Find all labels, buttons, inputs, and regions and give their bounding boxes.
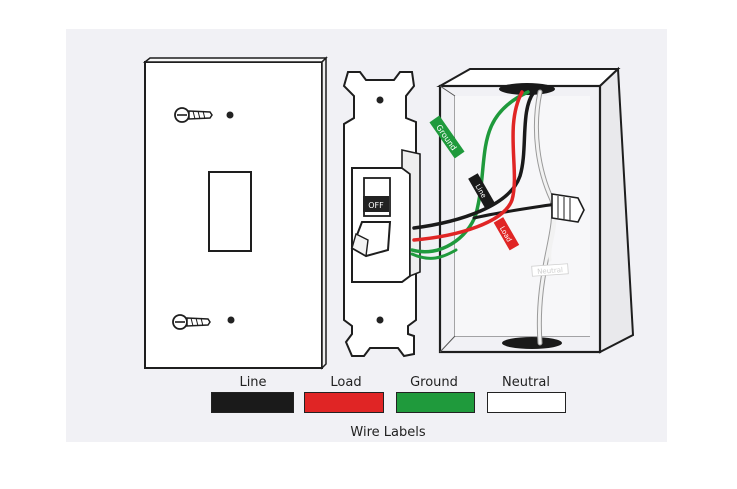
screw-hole-top	[226, 111, 234, 119]
wall-plate	[142, 56, 328, 370]
legend-swatch-load	[304, 392, 384, 413]
screw-bottom-icon	[172, 314, 211, 330]
switch-off-label: OFF	[368, 201, 384, 210]
off-label-bg	[363, 196, 389, 212]
legend-swatch-ground	[396, 392, 475, 413]
toggle-opening	[208, 171, 252, 252]
legend-caption: Wire Labels	[350, 425, 426, 440]
legend-label-line: Line	[239, 375, 267, 390]
legend-swatch-neutral	[487, 392, 566, 413]
legend-label-load: Load	[330, 375, 362, 390]
tag-neutral: Neutral	[531, 263, 569, 277]
bottom-knockout	[502, 337, 562, 349]
wire-nut-icon	[551, 193, 585, 223]
legend-label-neutral: Neutral	[502, 375, 550, 390]
legend-swatch-line	[211, 392, 294, 413]
screw-top-icon	[174, 107, 213, 123]
tag-neutral-text: Neutral	[537, 266, 563, 276]
electrical-box	[436, 66, 635, 354]
switch-body	[350, 149, 421, 283]
legend-label-ground: Ground	[410, 375, 458, 390]
screw-hole-bottom	[227, 316, 235, 324]
